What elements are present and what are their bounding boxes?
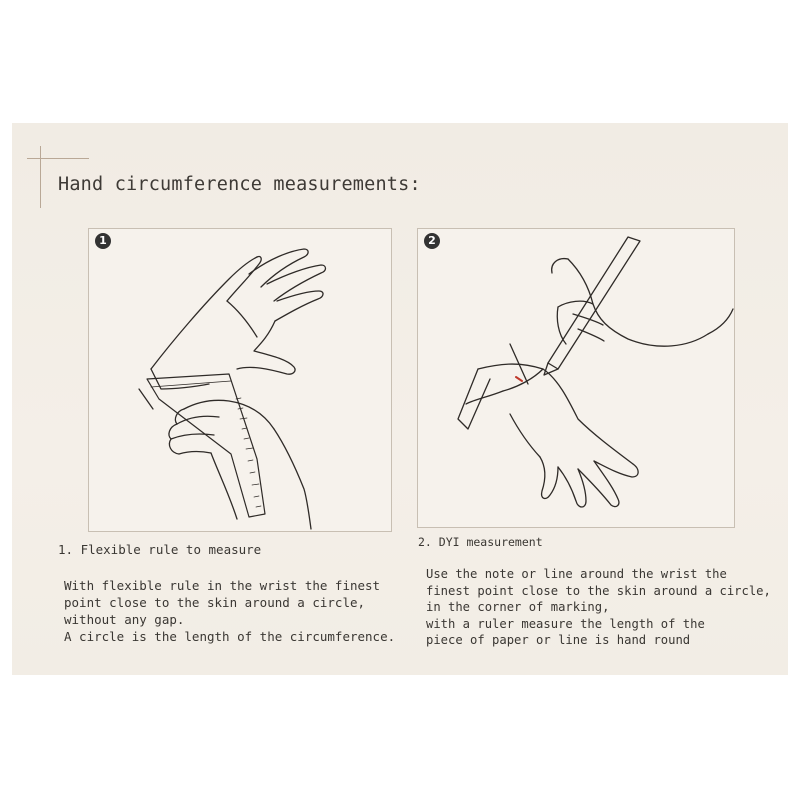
diy-measurement-illustration [457,236,734,508]
page-title: Hand circumference measurements: [58,174,421,195]
step-number-badge-1: 1 [95,233,111,249]
illustration-panel-1: 1 [88,228,392,532]
description-line: finest point close to the skin around a … [426,583,771,598]
description-line: in the corner of marking, [426,600,610,614]
flexible-rule-illustration [138,248,327,530]
description-line: With flexible rule in the wrist the fine… [64,578,381,593]
description-line: Use the note or line around the wrist th… [426,567,727,581]
step-number-badge-2: 2 [424,233,440,249]
description-line: piece of paper or line is hand round [426,633,691,647]
description-line: with a ruler measure the length of the [426,616,705,631]
description-line: without any gap. [64,612,185,627]
step-caption-1: 1. Flexible rule to measure [58,542,262,557]
corner-line-horizontal [27,158,89,159]
step-description-2: Use the note or line around the wrist th… [426,566,771,649]
description-line: A circle is the length of the circumfere… [64,629,396,644]
illustration-panel-2: 2 [417,228,735,528]
corner-line-vertical [40,146,41,208]
step-description-1: With flexible rule in the wrist the fine… [64,577,395,645]
step-caption-2: 2. DYI measurement [418,535,543,549]
description-line: point close to the skin around a circle, [64,595,366,610]
